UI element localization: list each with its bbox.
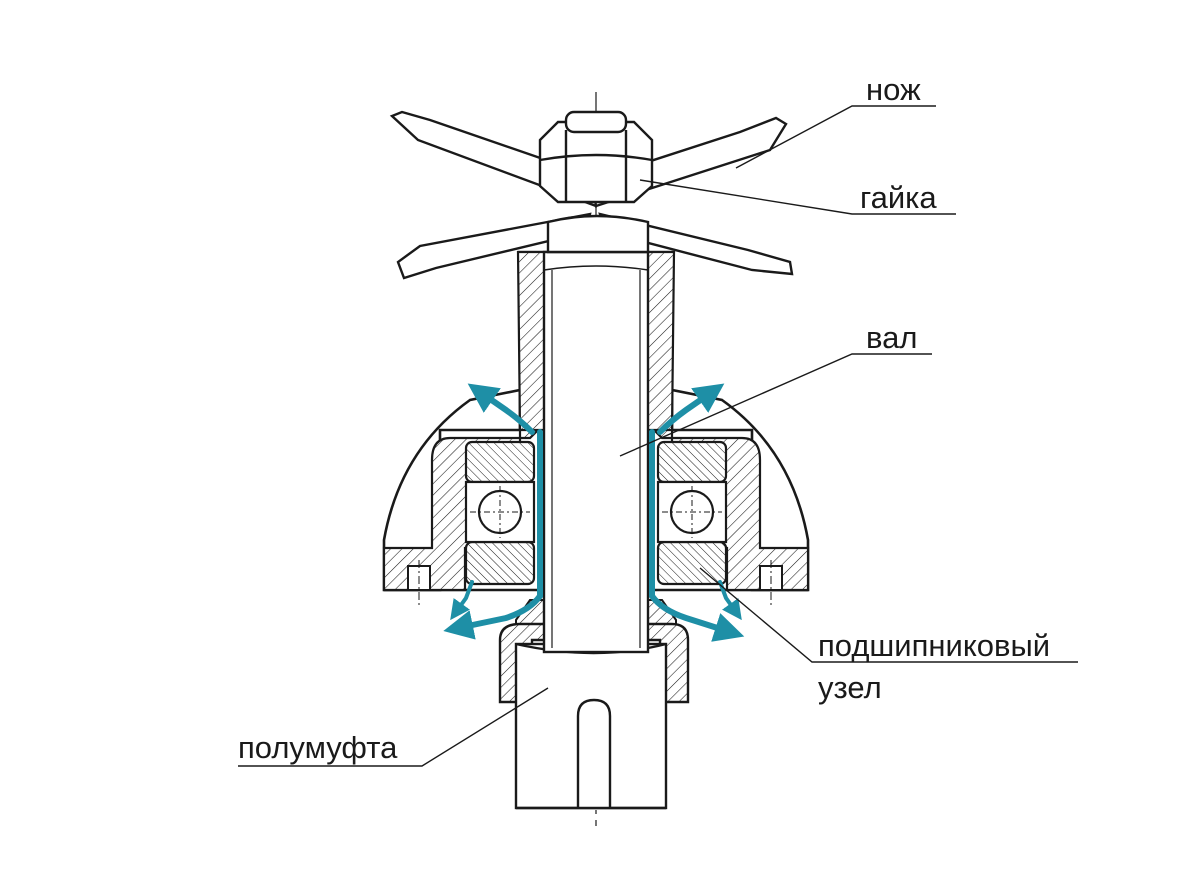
shaft bbox=[542, 250, 650, 654]
label-coupling: полумуфта bbox=[238, 730, 398, 765]
leader-lines bbox=[238, 105, 1078, 767]
label-bearing-line2: узел bbox=[818, 670, 882, 705]
label-nut: гайка bbox=[860, 180, 937, 215]
nut bbox=[538, 110, 654, 204]
label-knife: нож bbox=[866, 72, 921, 107]
bearing-left bbox=[464, 440, 536, 586]
label-bearing-line1: подшипниковый bbox=[818, 628, 1051, 663]
label-shaft: вал bbox=[866, 320, 918, 355]
flange-holes bbox=[407, 560, 783, 606]
bearing-right bbox=[656, 440, 728, 586]
